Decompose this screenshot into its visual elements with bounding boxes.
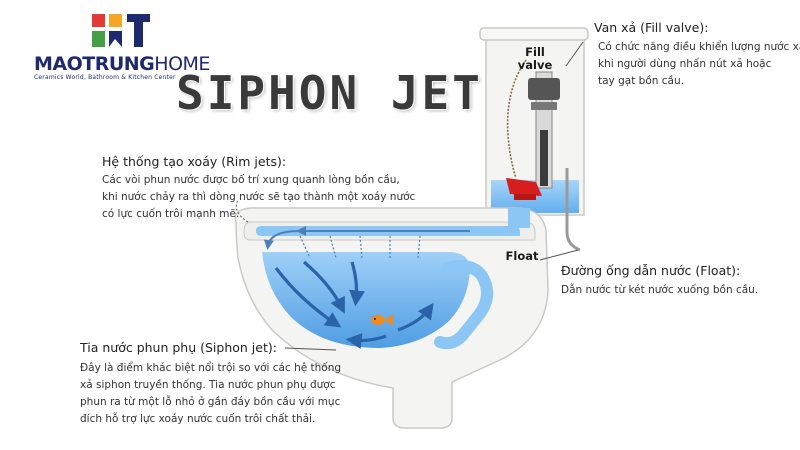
fill-valve-part-label: Fill valve <box>512 46 558 72</box>
siphon-jet-label-desc: Đây là điểm khác biệt nổi trội so với cá… <box>80 360 341 428</box>
fill-valve-part-label-line2: valve <box>517 58 553 72</box>
rim-jets-desc-line: có lực cuốn trôi mạnh mẽ. <box>102 208 240 220</box>
maotrung-logo-icon <box>92 14 150 47</box>
float-pipe <box>565 168 581 252</box>
float-label-title: Đường ống dẫn nước (Float): <box>561 263 741 278</box>
brand-tagline: Ceramics World, Bathroom & Kitchen Cente… <box>34 74 176 81</box>
fill-valve-desc-line: Có chức năng điều khiển lượng nước xả <box>598 41 800 53</box>
rim-jets-label-title: Hệ thống tạo xoáy (Rim jets): <box>102 154 287 169</box>
fill-valve-desc-line: khi người dùng nhấn nút xả hoặc <box>598 58 772 70</box>
rim-jets-desc-line: khi nước chảy ra thì dòng nước sẽ tạo th… <box>102 191 416 203</box>
float-desc-line: Dẫn nước từ két nước xuống bồn cầu. <box>561 284 759 296</box>
brand-name-light: HOME <box>154 53 210 75</box>
page-title: SIPHON JET <box>176 66 483 120</box>
siphon-jet-desc-line: Đây là điểm khác biệt nổi trội so với cá… <box>80 362 342 374</box>
flapper-icon <box>506 178 542 200</box>
fill-valve-assembly <box>506 59 560 189</box>
fill-valve-label-title: Van xả (Fill valve): <box>594 20 709 35</box>
siphon-jet-desc-line: xả siphon truyền thống. Tia nước phun ph… <box>80 379 336 391</box>
fill-valve-part-label-line1: Fill <box>525 45 545 59</box>
siphon-jet-label-title: Tia nước phun phụ (Siphon jet): <box>80 340 277 355</box>
float-part-label: Float <box>505 249 539 263</box>
bowl-flow-arrows <box>274 260 434 350</box>
fill-valve-label-desc: Có chức năng điều khiển lượng nước xả kh… <box>598 39 800 90</box>
float-label-desc: Dẫn nước từ két nước xuống bồn cầu. <box>561 282 758 299</box>
brand-wordmark: MAOTRUNGHOME <box>34 53 210 75</box>
siphon-jet-desc-line: phun ra từ một lỗ nhỏ ở gần đáy bồn cầu … <box>80 396 341 408</box>
brand-name-bold: MAOTRUNG <box>34 53 155 75</box>
rim-jets-label-desc: Các vòi phun nước được bố trí xung quanh… <box>102 172 415 223</box>
fish-icon <box>371 314 393 326</box>
siphon-jet-desc-line: đích hỗ trợ lực xoáy nước cuốn trôi chất… <box>80 413 316 425</box>
fill-valve-desc-line: tay gạt bồn cầu. <box>598 75 684 87</box>
rim-jets-desc-line: Các vòi phun nước được bố trí xung quanh… <box>102 174 400 186</box>
rim-flow-arrows <box>263 226 470 259</box>
pointer-lines <box>235 41 584 351</box>
